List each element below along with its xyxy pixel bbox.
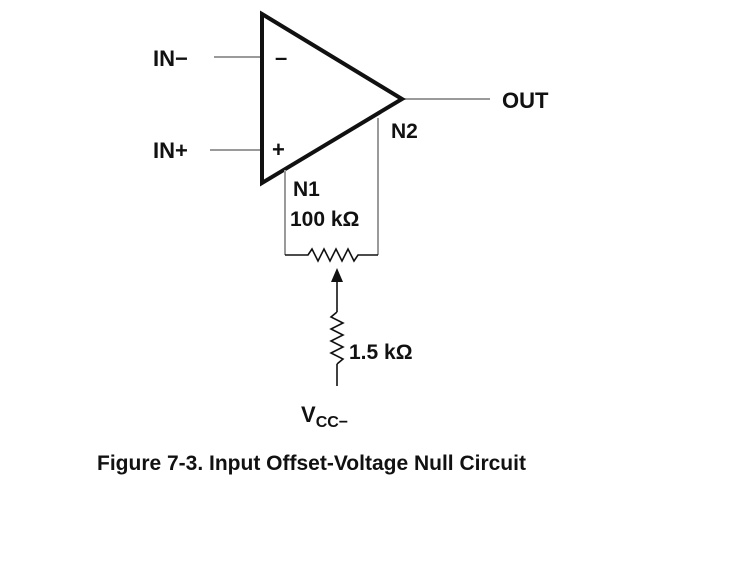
minus-sign: – (275, 45, 287, 70)
supply-label: VCC− (301, 402, 348, 431)
resistor-1-5k (329, 311, 345, 365)
op-amp-triangle (260, 10, 406, 187)
n1-label: N1 (293, 178, 320, 201)
figure-caption: Figure 7-3. Input Offset-Voltage Null Ci… (97, 452, 526, 475)
in-minus-label: IN− (153, 46, 188, 71)
pot-value-label: 100 kΩ (290, 208, 359, 231)
wiper-arrow (331, 268, 343, 282)
n2-label: N2 (391, 120, 418, 143)
in-plus-label: IN+ (153, 138, 188, 163)
res-value-label: 1.5 kΩ (349, 341, 413, 364)
out-label: OUT (502, 88, 549, 113)
supply-sub: CC− (316, 414, 348, 431)
pot-100k-resistor (285, 247, 378, 263)
supply-main: V (301, 402, 316, 427)
plus-sign: + (272, 137, 285, 162)
